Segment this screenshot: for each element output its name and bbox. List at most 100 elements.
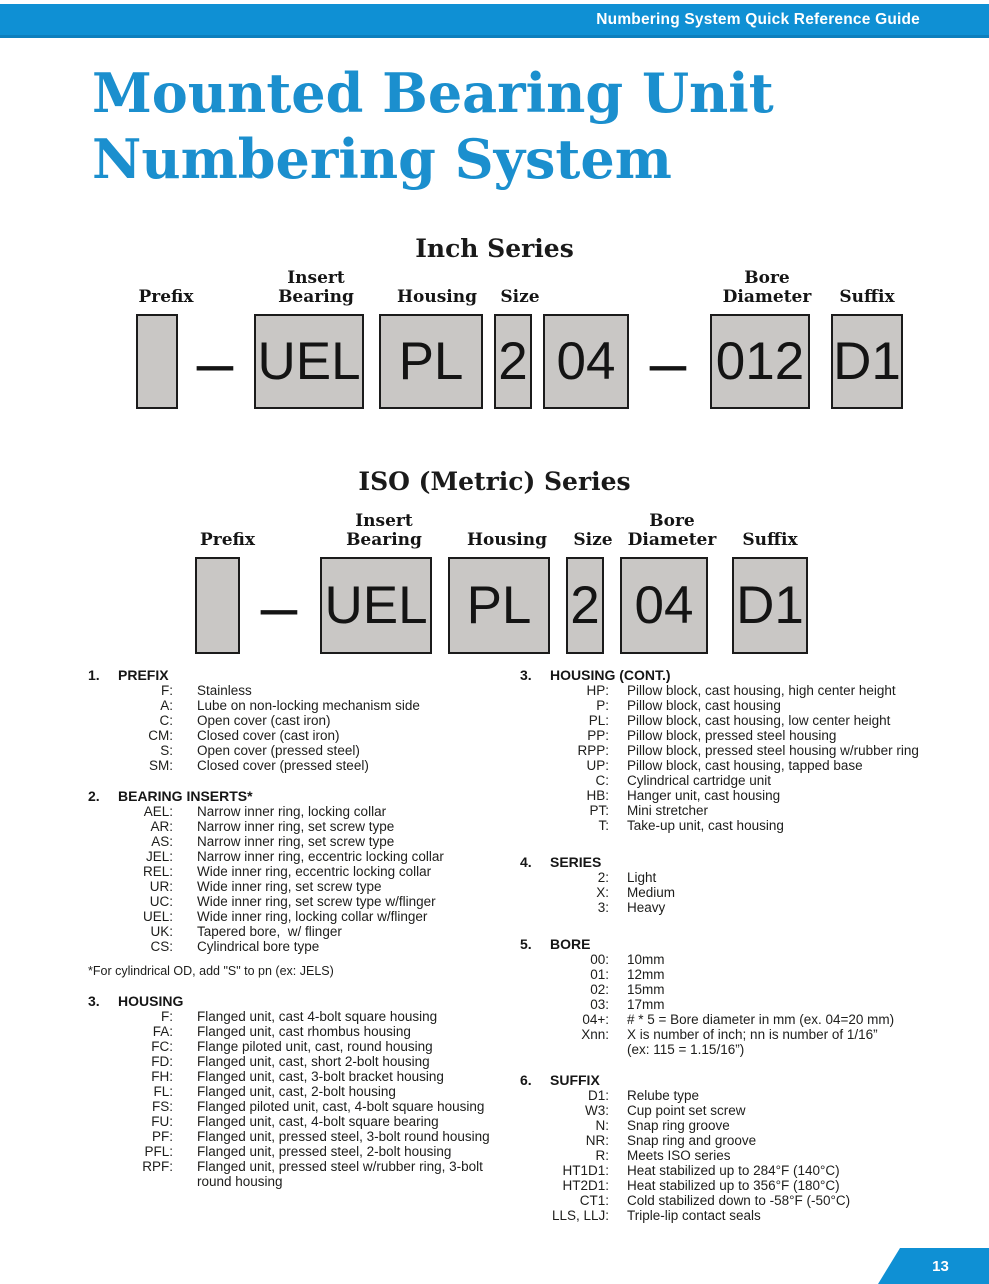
inch-size-number-box: 04 [543, 314, 629, 409]
definition-row: P: Pillow block, cast housing [520, 698, 935, 713]
definition-description: Narrow inner ring, locking collar [197, 804, 387, 819]
definition-description: Pillow block, cast housing, low center h… [627, 713, 891, 728]
definition-row: HT1D1: Heat stabilized up to 284°F (140°… [520, 1163, 935, 1178]
section-suffix: 6. SUFFIX D1: Relube type W3: Cup point … [520, 1072, 935, 1223]
cylindrical-od-footnote: *For cylindrical OD, add "S" to pn (ex: … [88, 964, 334, 978]
definition-code: AEL: [143, 804, 173, 819]
inch-prefix-label: Prefix [138, 287, 194, 307]
definition-description: Cup point set screw [627, 1103, 746, 1118]
definition-code: F: [161, 683, 173, 698]
definition-code: HP: [586, 683, 609, 698]
definition-row: CS: Cylindrical bore type [88, 939, 520, 954]
definition-description: Light [627, 870, 657, 885]
definition-description: Relube type [627, 1088, 700, 1103]
definition-row: AR: Narrow inner ring, set screw type [88, 819, 520, 834]
definition-list: F: Flanged unit, cast 4-bolt square hous… [88, 1009, 520, 1189]
definition-code: PP: [587, 728, 609, 743]
definition-code: Xnn: [581, 1027, 609, 1042]
definition-row: PL: Pillow block, cast housing, low cent… [520, 713, 935, 728]
inch-size-label: Size [500, 287, 540, 307]
section-number: 4. [520, 854, 532, 870]
definition-code: A: [160, 698, 173, 713]
definition-description: 12mm [627, 967, 665, 982]
inch-separator2-segment: – [650, 314, 697, 409]
definition-code: FH: [151, 1069, 173, 1084]
definition-description: Mini stretcher [627, 803, 709, 818]
iso-housing-segment: Housing PL [448, 531, 558, 654]
definition-description: Cold stabilized down to -58°F (-50°C) [627, 1193, 851, 1208]
definition-code: R: [595, 1148, 610, 1163]
definition-description: Heat stabilized up to 284°F (140°C) [627, 1163, 840, 1178]
definition-description: Lube on non-locking mechanism side [197, 698, 420, 713]
inch-series-diagram: Prefix – Insert Bearing UEL Housing PL S… [136, 269, 989, 409]
iso-size-label: Size [573, 530, 613, 550]
iso-separator-segment: – [261, 557, 308, 654]
definition-description: Wide inner ring, locking collar w/flinge… [197, 909, 428, 924]
definition-description: Flanged unit, cast, short 2-bolt housing [197, 1054, 430, 1069]
definition-code: 00: [590, 952, 609, 967]
iso-prefix-label: Prefix [199, 530, 256, 550]
definition-code: S: [160, 743, 173, 758]
section-title: BORE [550, 936, 591, 952]
section-prefix: 1. PREFIX F: Stainless A: Lube on non-lo… [88, 667, 520, 773]
definition-code: C: [159, 713, 174, 728]
definition-row: F: Stainless [88, 683, 520, 698]
definition-row: F: Flanged unit, cast 4-bolt square hous… [88, 1009, 520, 1024]
definition-row: HB: Hanger unit, cast housing [520, 788, 935, 803]
definition-code: FC: [151, 1039, 173, 1054]
definition-row: PP: Pillow block, pressed steel housing [520, 728, 935, 743]
definition-description: Snap ring and groove [627, 1133, 757, 1148]
definition-description: 10mm [627, 952, 665, 967]
definition-description: Wide inner ring, set screw type w/flinge… [197, 894, 436, 909]
definition-description: Pillow block, cast housing [627, 698, 781, 713]
definition-description: Heat stabilized up to 356°F (180°C) [627, 1178, 840, 1193]
definition-row: 00: 10mm [520, 952, 935, 967]
definition-row: X: Medium [520, 885, 935, 900]
definition-code: UP: [586, 758, 609, 773]
separator-dash: – [649, 324, 687, 399]
definition-row: FS: Flanged piloted unit, cast, 4-bolt s… [88, 1099, 520, 1114]
definition-description: Medium [627, 885, 676, 900]
definition-row: PFL: Flanged unit, pressed steel, 2-bolt… [88, 1144, 520, 1159]
iso-size-box: 2 [566, 557, 604, 654]
definition-code: HT2D1: [562, 1178, 609, 1193]
definition-row: HT2D1: Heat stabilized up to 356°F (180°… [520, 1178, 935, 1193]
definition-code: 2: [597, 870, 609, 885]
inch-prefix-segment: Prefix [136, 288, 194, 409]
section-housing: 3. HOUSING F: Flanged unit, cast 4-bolt … [88, 993, 520, 1189]
inch-suffix-segment: Suffix D1 [831, 288, 903, 409]
definition-code: FL: [153, 1084, 173, 1099]
iso-series-heading: ISO (Metric) Series [358, 467, 631, 496]
definitions-left-column: 1. PREFIX F: Stainless A: Lube on non-lo… [88, 667, 520, 1238]
inch-series-heading: Inch Series [415, 234, 574, 263]
definition-list: F: Stainless A: Lube on non-locking mech… [88, 683, 520, 773]
definition-code: RPP: [577, 743, 609, 758]
definition-code: HB: [586, 788, 609, 803]
definition-code: 04+: [582, 1012, 609, 1027]
definition-description: Closed cover (cast iron) [197, 728, 340, 743]
definition-row: RPP: Pillow block, pressed steel housing… [520, 743, 935, 758]
definition-description: Pillow block, pressed steel housing w/ru… [627, 743, 919, 758]
definition-row: D1: Relube type [520, 1088, 935, 1103]
definition-row: CT1: Cold stabilized down to -58°F (-50°… [520, 1193, 935, 1208]
inch-suffix-box: D1 [831, 314, 903, 409]
iso-insert-bearing-box: UEL [320, 557, 432, 654]
definition-row: FL: Flanged unit, cast, 2-bolt housing [88, 1084, 520, 1099]
definition-row: W3: Cup point set screw [520, 1103, 935, 1118]
section-number: 3. [88, 993, 100, 1009]
iso-suffix-label: Suffix [742, 530, 798, 550]
section-number: 1. [88, 667, 100, 683]
definition-description: Stainless [197, 683, 252, 698]
definition-description: X is number of inch; nn is number of 1/1… [627, 1027, 878, 1057]
iso-prefix-box [195, 557, 240, 654]
definition-description: Cylindrical bore type [197, 939, 320, 954]
iso-insert-bearing-label: Insert Bearing [346, 511, 422, 550]
definition-row: 3: Heavy [520, 900, 935, 915]
header-title: Numbering System Quick Reference Guide [596, 10, 920, 28]
definition-description: Flanged unit, pressed steel, 2-bolt hous… [197, 1144, 452, 1159]
inch-insert-bearing-segment: Insert Bearing UEL [254, 269, 371, 409]
definition-row: PT: Mini stretcher [520, 803, 935, 818]
section-number: 6. [520, 1072, 532, 1088]
iso-suffix-box: D1 [732, 557, 808, 654]
